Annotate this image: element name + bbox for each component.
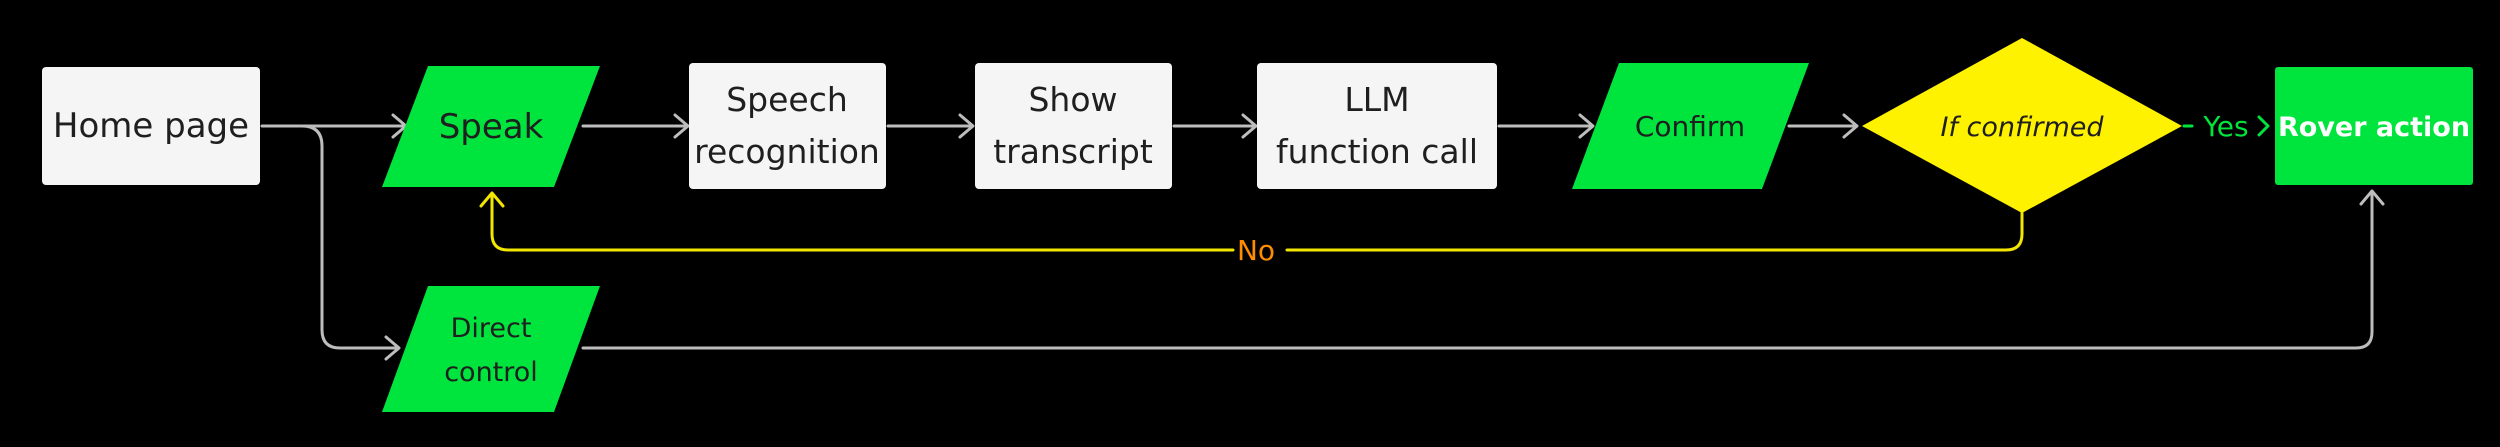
direct-control-label-line2: control [444,357,538,388]
no-label: No [1237,234,1275,267]
speech-recognition-box[interactable] [689,63,886,189]
arrowhead-direct-control [384,335,401,361]
show-transcript-label-line1: Show [1028,80,1117,119]
arrowhead-decision [1842,113,1859,139]
rover-action-box[interactable] [2275,67,2473,185]
speech-recognition-label-line1: Speech [726,80,848,119]
confirm-label: Confirm [1635,110,1745,143]
llm-label-line1: LLM [1344,80,1409,119]
arrowhead-rover-action [2257,115,2270,137]
speak-node[interactable] [382,66,600,187]
yes-label: Yes [2202,110,2248,143]
rover-action-label: Rover action [2278,112,2470,143]
arrowhead-speech-recognition [673,113,690,139]
arrowhead-llm [1241,113,1258,139]
show-transcript-label-line2: transcript [993,132,1153,171]
confirm-node[interactable] [1572,63,1809,189]
direct-control-node[interactable] [382,286,600,412]
edge-direct-control-to-rover [581,190,2374,350]
edge-no-left [490,192,1235,252]
arrowhead-speak-from-no [479,191,505,208]
edges [260,113,2385,361]
llm-label-line2: function call [1276,132,1478,171]
show-transcript-box[interactable] [975,63,1172,189]
home-page-label: Home page [53,106,249,146]
decision-label: If confirmed [1940,112,2104,143]
home-page-box[interactable] [42,67,260,185]
arrowhead-confirm [1578,113,1595,139]
direct-control-label-line1: Direct [451,313,532,344]
speak-label: Speak [439,107,544,147]
speech-recognition-label-line2: recognition [694,132,880,171]
arrowhead-rover-from-direct [2359,189,2385,206]
decision-diamond[interactable] [1862,38,2182,213]
arrowhead-show-transcript [958,113,975,139]
edge-home-to-direct-control [300,124,400,350]
edge-no-right [1285,211,2024,252]
llm-function-call-box[interactable] [1257,63,1497,189]
